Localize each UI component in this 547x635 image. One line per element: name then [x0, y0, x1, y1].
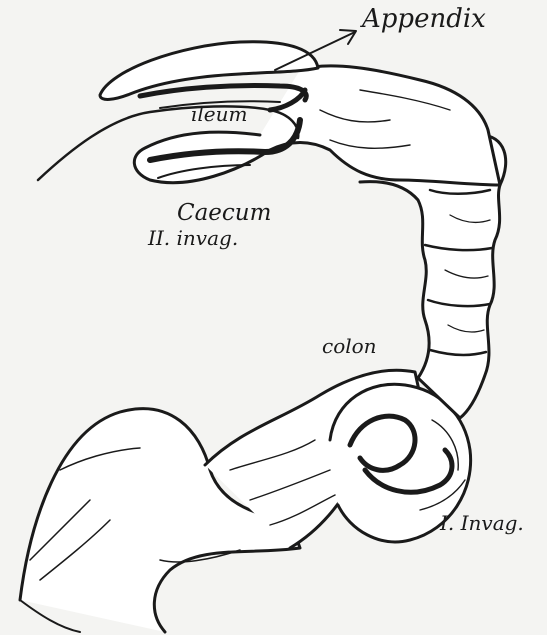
invagination-2-label: II. invag. [148, 226, 238, 250]
caecum-label: Caecum [177, 200, 271, 226]
caecum [134, 66, 500, 185]
colon-label: colon [322, 334, 377, 358]
appendix [100, 42, 318, 100]
ileum-label: ileum [191, 102, 247, 126]
invagination-1-label: I. Invag. [440, 511, 524, 535]
appendix-label: Appendix [362, 4, 486, 34]
